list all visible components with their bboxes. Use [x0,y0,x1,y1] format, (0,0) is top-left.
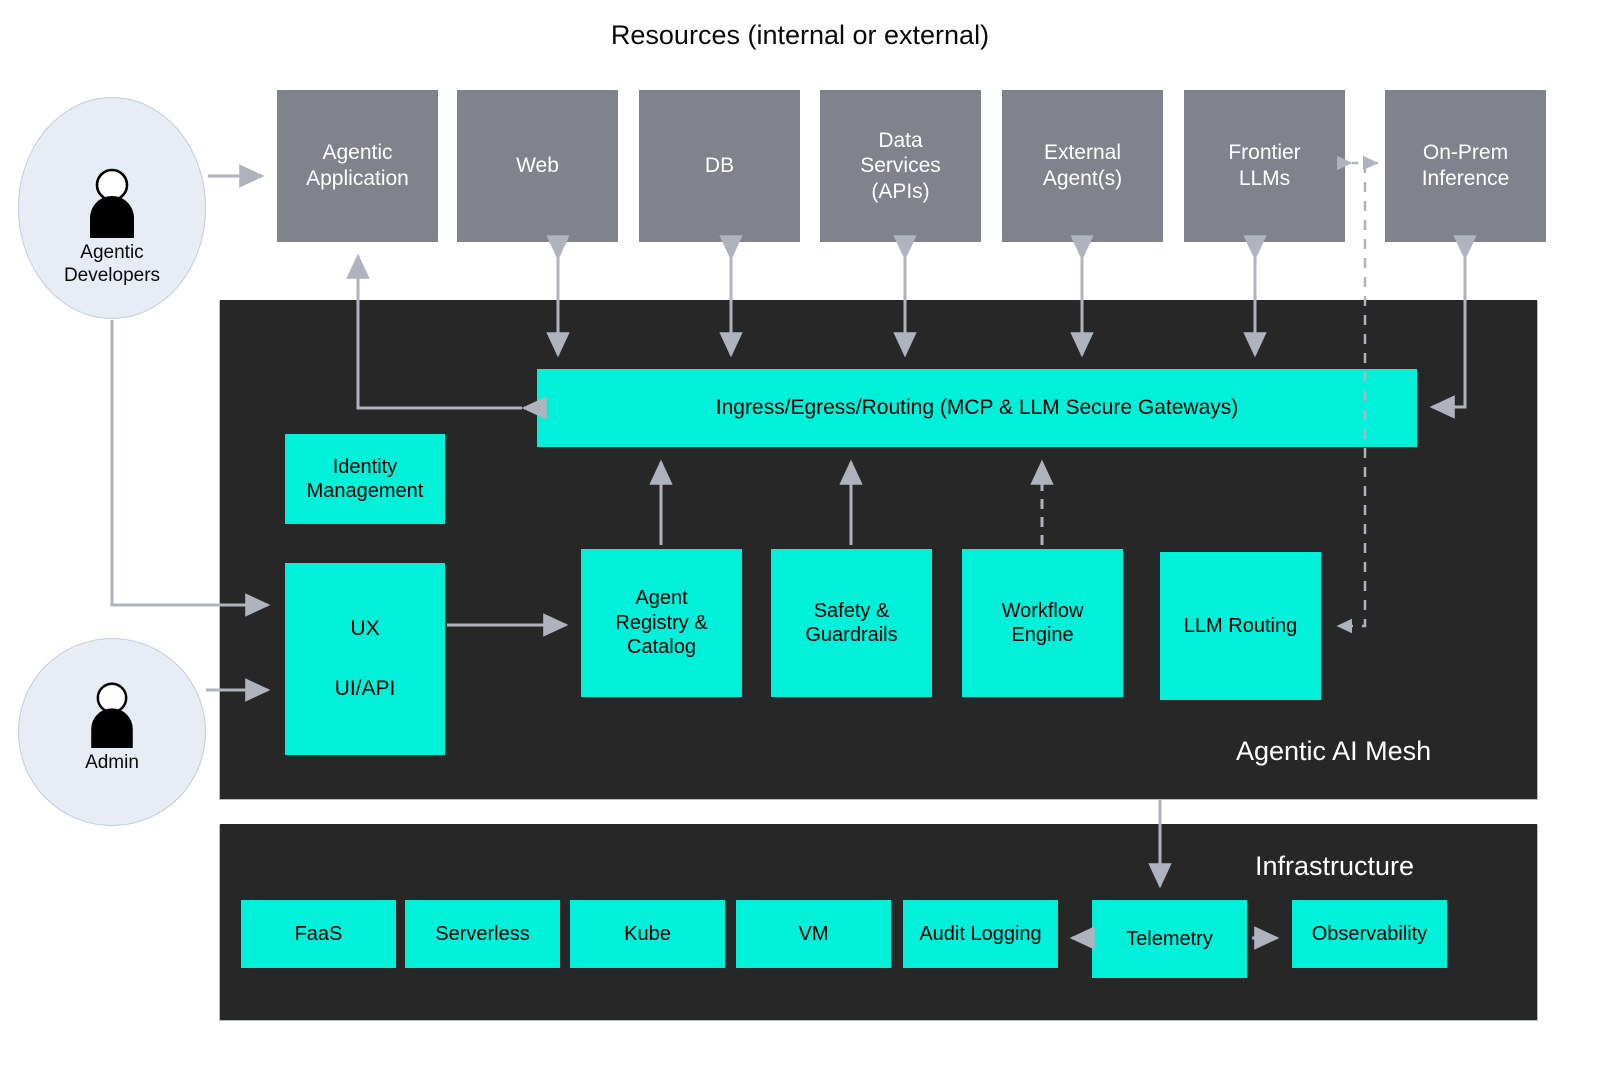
persona-admin[interactable]: Admin [18,638,206,826]
block-kube[interactable]: Kube [570,900,725,968]
user-icon [91,682,133,749]
block-label: Ingress/Egress/Routing (MCP & LLM Secure… [715,396,1239,420]
block-label: Audit Logging [919,922,1042,945]
tile-label: Web [516,154,559,178]
block-label: LLM Routing [1183,614,1298,637]
block-label: Telemetry [1126,927,1213,950]
block-label: VM [798,922,829,945]
user-icon [90,169,134,239]
persona-label: Admin [85,752,139,774]
diagram-title: Resources (internal or external) [610,20,990,50]
block-safety-guardrails[interactable]: Safety &Guardrails [771,549,932,697]
tile-label: DB [704,154,735,178]
block-label: Serverless [435,922,530,945]
block-serverless[interactable]: Serverless [405,900,560,968]
infrastructure-label: Infrastructure [1255,851,1415,881]
block-llm-routing[interactable]: LLM Routing [1160,552,1321,700]
block-vm[interactable]: VM [736,900,891,968]
agentic-ai-mesh-label: Agentic AI Mesh [1236,736,1432,766]
block-label: Safety &Guardrails [805,599,898,646]
block-ux-ui-api[interactable]: UX UI/API [285,563,445,755]
block-ingress-egress-routing[interactable]: Ingress/Egress/Routing (MCP & LLM Secure… [537,369,1417,447]
block-label: FaaS [294,922,343,945]
block-faas[interactable]: FaaS [241,900,396,968]
block-label-uiapi: UI/API [334,677,396,700]
resource-web[interactable]: Web [457,90,618,242]
block-observability[interactable]: Observability [1292,900,1447,968]
resource-db[interactable]: DB [639,90,800,242]
block-label: Kube [624,922,671,945]
block-label-ux: UX [350,617,380,641]
block-telemetry[interactable]: Telemetry [1092,900,1247,978]
block-audit-logging[interactable]: Audit Logging [903,900,1058,968]
block-label: Observability [1311,922,1428,945]
